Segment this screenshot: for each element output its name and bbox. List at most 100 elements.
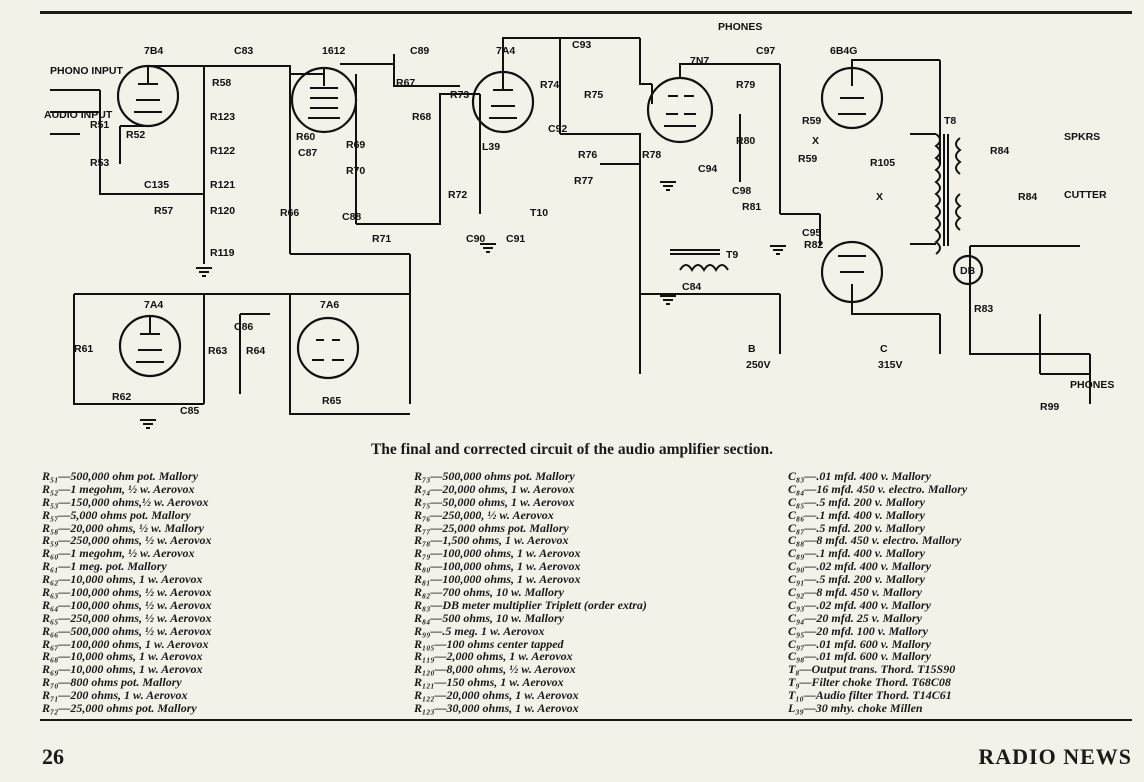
c92-label: C92 bbox=[548, 123, 567, 135]
c-voltage-label: 315V bbox=[878, 359, 903, 371]
r53-label: R53 bbox=[90, 157, 109, 169]
r64-label: R64 bbox=[246, 345, 265, 357]
r74-label: R74 bbox=[540, 79, 559, 91]
t8-label: T8 bbox=[944, 115, 956, 127]
parts-list-item: R₆₅—250,000 ohms, ½ w. Aerovox bbox=[42, 610, 212, 625]
parts-list-item: R₆₃—100,000 ohms, ½ w. Aerovox bbox=[42, 585, 212, 600]
schematic-diagram: PHONO INPUT AUDIO INPUT PHONES SPKRS CUT… bbox=[44, 21, 1114, 429]
r71-label: R71 bbox=[372, 233, 391, 245]
parts-list-item: R₆₂—10,000 ohms, 1 w. Aerovox bbox=[42, 572, 203, 587]
audio-input-label: AUDIO INPUT bbox=[44, 109, 113, 121]
parts-list-item: R₇₆—250,000, ½ w. Aerovox bbox=[414, 507, 554, 522]
r78-label: R78 bbox=[642, 149, 661, 161]
parts-list-item: R₅₃—150,000 ohms,½ w. Aerovox bbox=[42, 494, 209, 509]
r84a-label: R84 bbox=[990, 145, 1009, 157]
parts-list-item: C₉₇—.01 mfd. 600 v. Mallory bbox=[788, 636, 931, 651]
r120-label: R120 bbox=[210, 205, 235, 217]
choke-t9-symbol bbox=[670, 249, 729, 272]
c94-label: C94 bbox=[698, 163, 717, 175]
parts-list-item: R₇₃—500,000 ohms pot. Mallory bbox=[414, 469, 575, 483]
parts-list-item: T₉—Filter choke Thord. T68C08 bbox=[788, 675, 951, 690]
c90-label: C90 bbox=[466, 233, 485, 245]
parts-list-item: R₈₁—100,000 ohms, 1 w. Aerovox bbox=[414, 572, 581, 587]
parts-list-item: R₈₄—500 ohms, 10 w. Mallory bbox=[414, 610, 564, 625]
r69-label: R69 bbox=[346, 139, 365, 151]
parts-list-item: C₈₅—.5 mfd. 200 v. Mallory bbox=[788, 494, 925, 509]
c135-label: C135 bbox=[144, 179, 169, 191]
tube-7a4-top-label: 7A4 bbox=[496, 45, 515, 57]
parts-list-item: R₅₉—250,000 ohms, ½ w. Aerovox bbox=[42, 533, 212, 548]
r66-label: R66 bbox=[280, 207, 299, 219]
r121-label: R121 bbox=[210, 179, 235, 191]
parts-list-item: C₈₇—.5 mfd. 200 v. Mallory bbox=[788, 520, 925, 535]
c84-label: C84 bbox=[682, 281, 701, 293]
parts-list-item: R₆₄—100,000 ohms, ½ w. Aerovox bbox=[42, 597, 212, 612]
c89-label: C89 bbox=[410, 45, 429, 57]
parts-list-item: C₈₄—16 mfd. 450 v. electro. Mallory bbox=[788, 481, 968, 496]
tube-7a6-label: 7A6 bbox=[320, 299, 339, 311]
parts-list-item: R₇₀—800 ohms pot. Mallory bbox=[42, 675, 182, 690]
bottom-rule bbox=[40, 719, 1132, 721]
parts-list-item: R₇₉—100,000 ohms, 1 w. Aerovox bbox=[414, 546, 581, 561]
parts-list-item: C₈₃—.01 mfd. 400 v. Mallory bbox=[788, 469, 931, 483]
r99-label: R99 bbox=[1040, 401, 1059, 413]
r73-label: R73 bbox=[450, 89, 469, 101]
r123-label: R123 bbox=[210, 111, 235, 123]
parts-list-column-2: R₇₃—500,000 ohms pot. Mallory R₇₄—20,000… bbox=[414, 470, 647, 715]
parts-list-item: C₉₀—.02 mfd. 400 v. Mallory bbox=[788, 559, 931, 574]
phones-top-label: PHONES bbox=[718, 21, 762, 33]
r83-label: R83 bbox=[974, 303, 993, 315]
tube-6b4g-label: 6B4G bbox=[830, 45, 857, 57]
tube-7b4-symbol bbox=[116, 64, 180, 128]
parts-list-item: R₆₇—100,000 ohms, 1 w. Aerovox bbox=[42, 636, 209, 651]
b-label: B bbox=[748, 343, 756, 355]
r76-label: R76 bbox=[578, 149, 597, 161]
c87-label: C87 bbox=[298, 147, 317, 159]
parts-list-item: C₈₆—.1 mfd. 400 v. Mallory bbox=[788, 507, 925, 522]
tube-7n7-symbol bbox=[646, 76, 714, 144]
parts-list-item: R₅₇—5,000 ohms pot. Mallory bbox=[42, 507, 191, 522]
r105-label: R105 bbox=[870, 157, 895, 169]
tube-7a4-bottom-label: 7A4 bbox=[144, 299, 163, 311]
spkrs-label: SPKRS bbox=[1064, 131, 1100, 143]
parts-list-item: R₇₂—25,000 ohms pot. Mallory bbox=[42, 701, 197, 716]
r122-label: R122 bbox=[210, 145, 235, 157]
parts-list-item: T₁₀—Audio filter Thord. T14C61 bbox=[788, 688, 952, 703]
parts-list-item: C₉₈—.01 mfd. 600 v. Mallory bbox=[788, 649, 931, 664]
wiring-main bbox=[50, 37, 1091, 415]
parts-list-item: R₇₇—25,000 ohms pot. Mallory bbox=[414, 520, 569, 535]
parts-list-item: L₃₉—30 mhy. choke Millen bbox=[788, 701, 923, 716]
parts-list-item: R₅₈—20,000 ohms, ½ w. Mallory bbox=[42, 520, 204, 535]
db-meter-symbol bbox=[952, 254, 984, 286]
parts-list-item: C₉₃—.02 mfd. 400 v. Mallory bbox=[788, 597, 931, 612]
r57-label: R57 bbox=[154, 205, 173, 217]
parts-list-item: R₆₀—1 megohm, ½ w. Aerovox bbox=[42, 546, 195, 561]
parts-list-item: R₈₀—100,000 ohms, 1 w. Aerovox bbox=[414, 559, 581, 574]
top-rule bbox=[40, 11, 1132, 14]
parts-list-item: R₁₂₃—30,000 ohms, 1 w. Aerovox bbox=[414, 701, 579, 716]
r72-label: R72 bbox=[448, 189, 467, 201]
c88-label: C88 bbox=[342, 211, 361, 223]
tube-6b4g-top-symbol bbox=[820, 66, 884, 130]
figure-caption: The final and corrected circuit of the a… bbox=[370, 441, 774, 458]
parts-list-item: C₉₂—8 mfd. 450 v. Mallory bbox=[788, 585, 922, 600]
tube-1612-symbol bbox=[290, 66, 358, 134]
r63-label: R63 bbox=[208, 345, 227, 357]
r62-label: R62 bbox=[112, 391, 131, 403]
magazine-name: RADIO NEWS bbox=[978, 744, 1132, 769]
parts-list-item: C₉₁—.5 mfd. 200 v. Mallory bbox=[788, 572, 925, 587]
parts-list-item: R₅₂—1 megohm, ½ w. Aerovox bbox=[42, 481, 195, 496]
parts-list-item: R₇₈—1,500 ohms, 1 w. Aerovox bbox=[414, 533, 569, 548]
parts-list-item: R₆₉—10,000 ohms, 1 w. Aerovox bbox=[42, 662, 203, 677]
t9-label: T9 bbox=[726, 249, 738, 261]
r60-label: R60 bbox=[296, 131, 315, 143]
r82-label: R82 bbox=[804, 239, 823, 251]
tube-7b4-label: 7B4 bbox=[144, 45, 163, 57]
db-label: DB bbox=[960, 265, 976, 277]
c97-label: C97 bbox=[756, 45, 775, 57]
parts-list-item: R₆₁—1 meg. pot. Mallory bbox=[42, 559, 167, 574]
parts-list-item: R₉₉—.5 meg. 1 w. Aerovox bbox=[414, 623, 545, 638]
r59a-label: R59 bbox=[802, 115, 821, 127]
r75-label: R75 bbox=[584, 89, 603, 101]
r81-label: R81 bbox=[742, 201, 761, 213]
